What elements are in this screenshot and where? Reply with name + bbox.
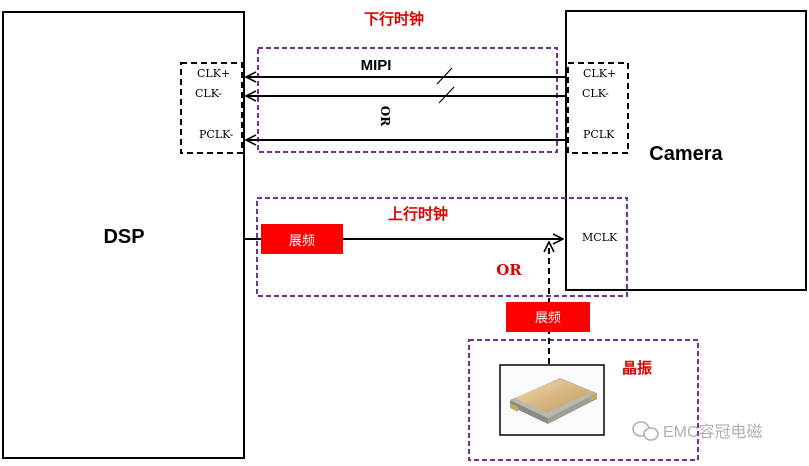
bus-slash-2 [438, 86, 455, 104]
camera-pin-pclk: PCLK [583, 128, 615, 141]
mipi-label: MIPI [361, 57, 392, 74]
upstream-clock-box [256, 197, 628, 297]
upstream-clock-title: 上行时钟 [388, 205, 448, 223]
spread-spectrum-badge-lower [506, 302, 590, 332]
dsp-pin-clk-minus: CLK- [195, 87, 222, 100]
dsp-pin-clk-plus: CLK+ [197, 67, 230, 80]
watermark: EMC容冠电磁 [632, 421, 763, 441]
watermark-text: EMC容冠电磁 [663, 423, 763, 441]
crystal-box [468, 339, 699, 461]
dsp-pin-box [180, 62, 243, 154]
spread-spectrum-label-upper: 展频 [289, 234, 315, 249]
camera-label: Camera [649, 143, 723, 165]
camera-pin-clk-minus: CLK- [582, 87, 609, 100]
crystal-title: 晶振 [622, 359, 652, 377]
mclk-label: MCLK [582, 231, 618, 244]
wechat-icon [632, 421, 659, 441]
or-rotated-label: OR [378, 106, 392, 127]
camera-pin-clk-plus: CLK+ [583, 67, 616, 80]
dsp-label: DSP [103, 226, 144, 248]
crystal-oscillator-icon [510, 378, 597, 424]
spread-spectrum-label-lower: 展频 [535, 311, 561, 326]
or-label: OR [496, 261, 522, 279]
spread-spectrum-badge-upper [261, 224, 343, 254]
downstream-clock-title: 下行时钟 [364, 10, 424, 28]
downstream-clock-box [257, 47, 558, 153]
bus-slash-1 [436, 67, 453, 85]
camera-pin-box [567, 62, 629, 154]
dsp-pin-pclk-minus: PCLK- [199, 128, 234, 141]
